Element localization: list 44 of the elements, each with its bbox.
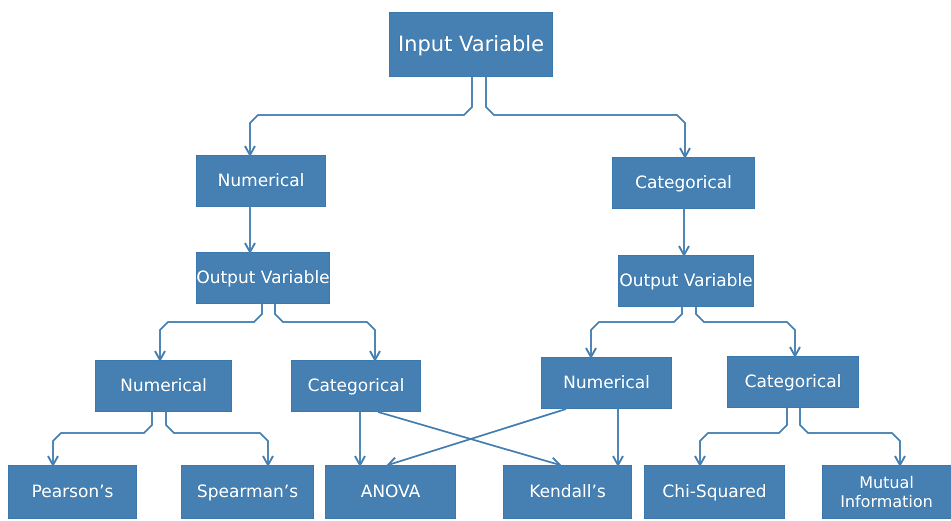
arrow (694, 408, 788, 466)
process-box (644, 465, 785, 519)
box-label: Categorical (308, 376, 404, 396)
box-label: Numerical (218, 170, 304, 192)
process-box (325, 465, 456, 519)
box-label: Numerical (120, 376, 207, 396)
box-label: Numerical (563, 372, 650, 394)
arrow (165, 412, 274, 466)
box-label: Pearson’s (32, 482, 114, 502)
process-box (8, 465, 137, 519)
box-label: Kendall’s (529, 482, 606, 502)
arrow (585, 307, 683, 358)
arrow (678, 209, 690, 256)
process-box (822, 465, 951, 519)
arrow (154, 304, 263, 361)
box-label: Output Variable (196, 268, 330, 288)
box-label: Spearman’s (196, 482, 298, 502)
process-box (196, 252, 330, 304)
process-box (95, 360, 232, 412)
box-label: Categorical (744, 372, 842, 392)
box-label: Output Variable (619, 270, 753, 292)
arrow (354, 412, 366, 466)
arrow (485, 77, 691, 158)
arrow (274, 304, 381, 361)
arrow (695, 307, 801, 357)
box-label: Input Variable (398, 32, 544, 58)
arrow (612, 409, 624, 466)
box-label: Chi-Squared (662, 482, 767, 502)
box-label: Categorical (635, 172, 732, 194)
process-box (291, 360, 421, 412)
arrow (244, 207, 256, 253)
process-box (618, 255, 754, 307)
box-label: ANOVA (360, 482, 420, 502)
process-box (196, 155, 326, 207)
process-box (503, 465, 632, 519)
arrow (47, 412, 153, 466)
arrow (244, 77, 473, 156)
process-box (541, 357, 672, 409)
process-box (181, 465, 314, 519)
arrow (799, 408, 906, 466)
process-box (389, 12, 553, 77)
box-label: Mutual Information (839, 472, 934, 512)
process-box (612, 157, 755, 209)
process-box (727, 356, 859, 408)
